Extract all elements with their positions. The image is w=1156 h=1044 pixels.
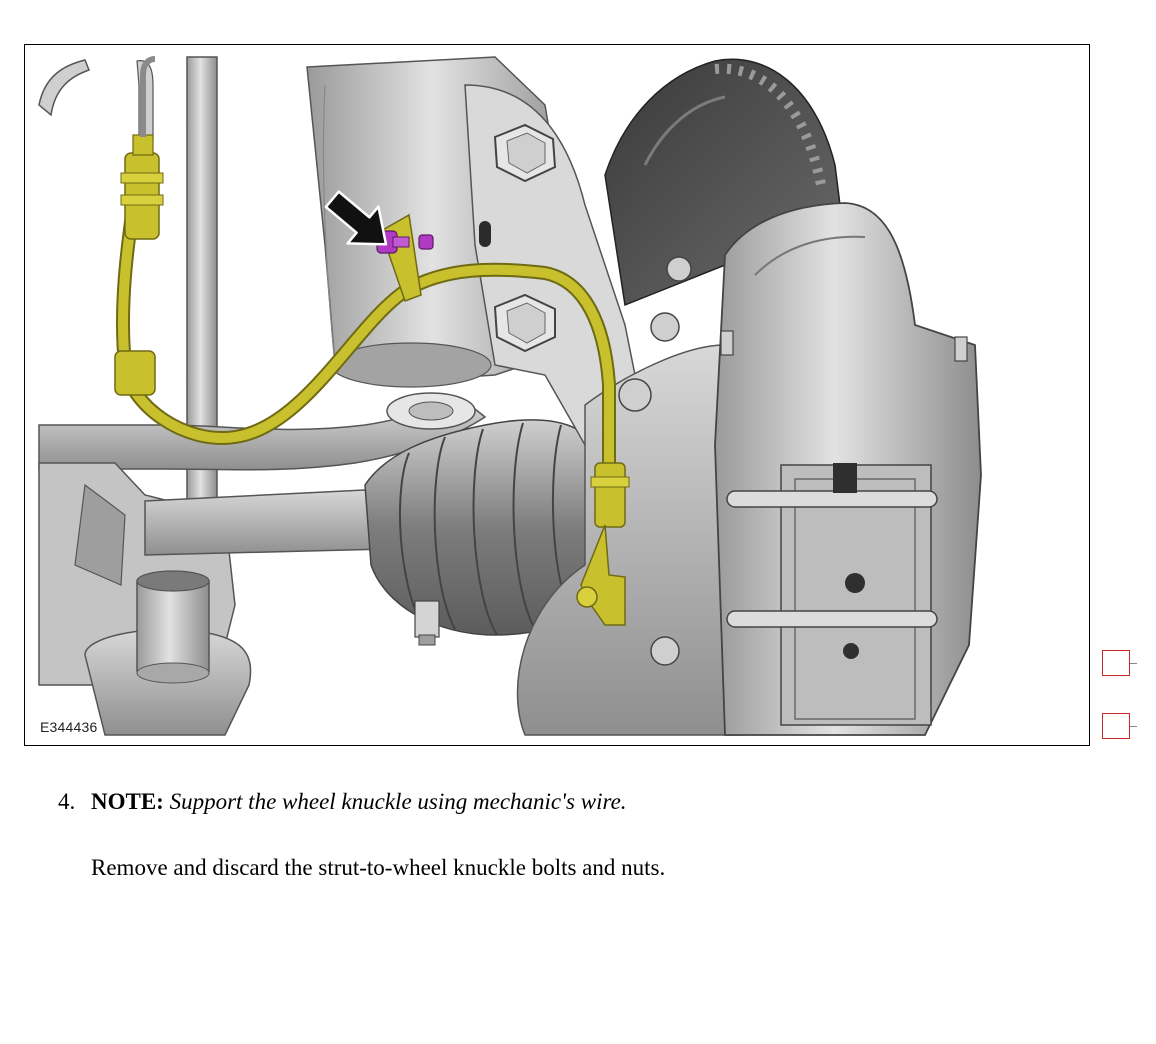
- arrow-icon: [324, 190, 388, 246]
- step-checkbox-1[interactable]: [1102, 650, 1137, 676]
- figure-id-label: E344436: [38, 719, 100, 735]
- note-text: Support the wheel knuckle using mechanic…: [169, 789, 627, 814]
- note-label: NOTE:: [91, 789, 164, 814]
- illustration-frame: E344436: [24, 44, 1090, 746]
- step-number: 4.: [58, 789, 76, 814]
- step-instruction: Remove and discard the strut-to-wheel kn…: [91, 855, 666, 880]
- brake-caliper: [714, 202, 982, 736]
- step-checkbox-2[interactable]: [1102, 713, 1137, 739]
- suspension-illustration: [38, 56, 982, 736]
- cv-boot: [364, 419, 626, 636]
- drive-shaft: [144, 488, 390, 556]
- procedure-step: 4. NOTE: Support the wheel knuckle using …: [58, 787, 627, 817]
- brake-hose: [114, 56, 630, 626]
- strut-assembly: [306, 56, 646, 446]
